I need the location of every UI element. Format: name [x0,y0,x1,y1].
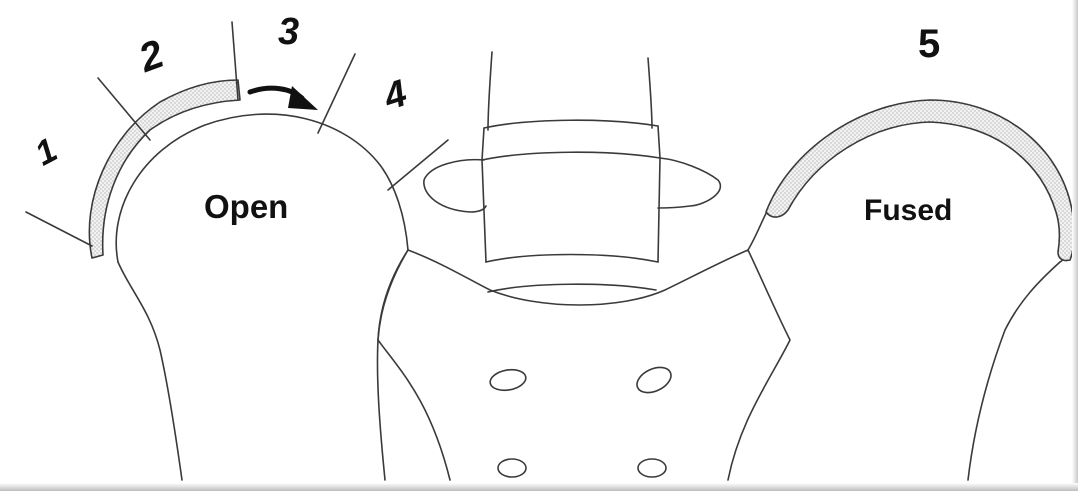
left-ilium-lateral-edge [118,262,182,480]
zone-label-4: 4 [378,72,412,119]
left-transverse-process [424,160,486,212]
lumbar-vertebrae [424,52,721,292]
vertebra-body [482,158,660,262]
progression-arrow [250,86,318,110]
left-apophysis-cap [89,80,240,258]
vertebral-column-left [488,52,492,130]
divider-zone-1-2 [98,78,150,140]
divider-zone-1-start [26,212,92,246]
open-label: Open [204,188,288,225]
vertebral-column-right [648,58,652,128]
zone-label-3: 3 [278,11,299,53]
sacral-foramen-2-left [498,459,526,477]
left-ilium-medial-edge [377,250,408,480]
frame-shadow-right [1072,0,1078,491]
sacral-foramen-1-right [633,362,675,397]
vertebra-disc-upper [482,120,660,160]
zone-label-1: 1 [29,131,64,173]
sacral-foramen-2-right [638,459,666,477]
left-ilium [116,114,408,480]
right-transverse-process [658,158,720,208]
right-apophysis-cap [766,100,1074,261]
stage-label-5: 5 [918,22,940,66]
divider-zone-4-end [388,140,448,190]
divider-zone-3-4 [318,54,355,133]
fused-label: Fused [864,194,952,227]
sacrum-left-edge [378,250,450,480]
sacral-foramen-1-left [489,367,528,393]
right-ilium-lateral-edge [968,262,1060,480]
zone-label-2: 2 [132,32,169,81]
vertebra-disc-lower [486,255,658,293]
frame-shadow-bottom [0,483,1078,491]
